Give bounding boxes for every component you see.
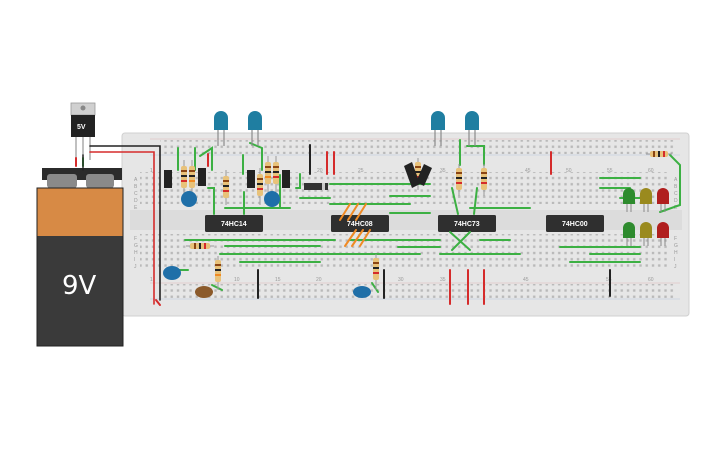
led-blue-4[interactable] (465, 111, 479, 146)
battery-9v[interactable]: 9V (36, 168, 124, 347)
svg-text:A: A (674, 177, 678, 183)
capacitor-blue-2[interactable] (264, 191, 280, 207)
svg-text:E: E (134, 205, 138, 211)
led-blue-2[interactable] (248, 111, 262, 146)
svg-text:35: 35 (440, 168, 446, 174)
svg-text:30: 30 (398, 277, 404, 283)
center-channel (130, 210, 682, 230)
chip-74hc73[interactable]: 74HC73 (438, 215, 496, 232)
resistor-9[interactable] (481, 164, 487, 196)
resistors (181, 151, 672, 290)
diode-1[interactable] (304, 183, 328, 190)
led-blue-1[interactable] (214, 111, 228, 146)
resistor-3[interactable] (223, 170, 229, 205)
diode-3[interactable] (416, 164, 432, 186)
resistor-5[interactable] (265, 156, 271, 192)
power-wires (75, 145, 161, 305)
column-numbers-bottom: 1 10 15 20 30 35 45 55 60 (150, 277, 654, 283)
svg-text:F: F (134, 236, 137, 242)
svg-text:H: H (134, 250, 138, 256)
chip-74hc00-label: 74HC00 (562, 221, 588, 228)
resistor-4[interactable] (257, 168, 263, 205)
capacitor-blue-1[interactable] (181, 191, 197, 207)
svg-text:D: D (674, 198, 678, 204)
resistor-6[interactable] (273, 156, 279, 192)
capacitor-blue-4[interactable] (353, 286, 371, 298)
chip-74hc08[interactable]: 74HC08 (331, 215, 389, 232)
capacitor-brown-1[interactable] (195, 286, 213, 298)
orange-wires (339, 203, 371, 247)
regulator-label: 5V (77, 124, 86, 131)
svg-text:F: F (674, 236, 677, 242)
svg-text:55: 55 (606, 277, 612, 283)
chip-74hc14-label: 74HC14 (221, 221, 247, 228)
bottom-power-rail (160, 284, 675, 298)
svg-text:C: C (134, 191, 138, 197)
svg-text:I: I (674, 257, 675, 263)
resistor-2[interactable] (189, 160, 195, 196)
svg-text:35: 35 (440, 277, 446, 283)
svg-text:1: 1 (150, 168, 153, 174)
chip-74hc08-label: 74HC08 (347, 221, 373, 228)
led-green-1[interactable] (623, 188, 635, 212)
svg-text:60: 60 (648, 168, 654, 174)
transistor-1[interactable] (164, 170, 172, 188)
led-red-2[interactable] (657, 222, 669, 246)
svg-text:55: 55 (607, 168, 613, 174)
transistor-4[interactable] (282, 170, 290, 188)
capacitors (163, 191, 371, 298)
svg-text:C: C (674, 191, 678, 197)
resistor-12[interactable] (373, 254, 379, 290)
capacitor-blue-3[interactable] (163, 266, 181, 280)
svg-text:J: J (674, 264, 677, 270)
svg-text:1: 1 (150, 277, 153, 283)
transistor-2[interactable] (198, 168, 206, 186)
svg-text:10: 10 (234, 277, 240, 283)
resistor-11[interactable] (215, 256, 221, 290)
chip-74hc00[interactable]: 74HC00 (546, 215, 604, 232)
led-yellow-2[interactable] (640, 222, 652, 246)
svg-text:15: 15 (275, 277, 281, 283)
red-wires (155, 151, 552, 306)
row-letters-right: A B C D E F G H I J (674, 177, 678, 270)
svg-text:H: H (674, 250, 678, 256)
row-letters-left: A B C D E F G H I J (134, 177, 138, 270)
svg-text:J: J (134, 264, 137, 270)
resistor-10[interactable] (186, 243, 214, 249)
battery-label: 9V (62, 271, 97, 301)
svg-text:I: I (134, 257, 135, 263)
top-power-rail (160, 140, 675, 154)
column-numbers-top: 1 20 25 35 45 50 55 60 (150, 168, 654, 174)
svg-text:B: B (674, 184, 678, 190)
led-blue-3[interactable] (431, 111, 445, 146)
svg-text:D: D (134, 198, 138, 204)
svg-text:G: G (674, 243, 678, 249)
chip-74hc14[interactable]: 74HC14 (205, 215, 263, 232)
svg-text:45: 45 (525, 168, 531, 174)
svg-text:60: 60 (648, 277, 654, 283)
green-wires (177, 139, 681, 293)
svg-text:A: A (134, 177, 138, 183)
svg-text:G: G (134, 243, 138, 249)
led-green-2[interactable] (623, 222, 635, 246)
svg-text:E: E (674, 205, 678, 211)
transistor-3[interactable] (247, 170, 255, 188)
led-red-1[interactable] (657, 188, 669, 212)
resistor-13[interactable] (646, 151, 672, 157)
svg-text:25: 25 (358, 168, 364, 174)
chip-74hc73-label: 74HC73 (454, 221, 480, 228)
resistor-1[interactable] (181, 160, 187, 196)
resistor-8[interactable] (456, 164, 462, 196)
svg-text:45: 45 (523, 277, 529, 283)
svg-text:20: 20 (317, 168, 323, 174)
black-wires (257, 144, 611, 299)
svg-text:B: B (134, 184, 138, 190)
svg-text:20: 20 (316, 277, 322, 283)
svg-text:50: 50 (566, 168, 572, 174)
terminal-block-top (140, 172, 670, 204)
diode-2[interactable] (404, 162, 420, 188)
transistors (164, 162, 432, 190)
led-yellow-1[interactable] (640, 188, 652, 212)
